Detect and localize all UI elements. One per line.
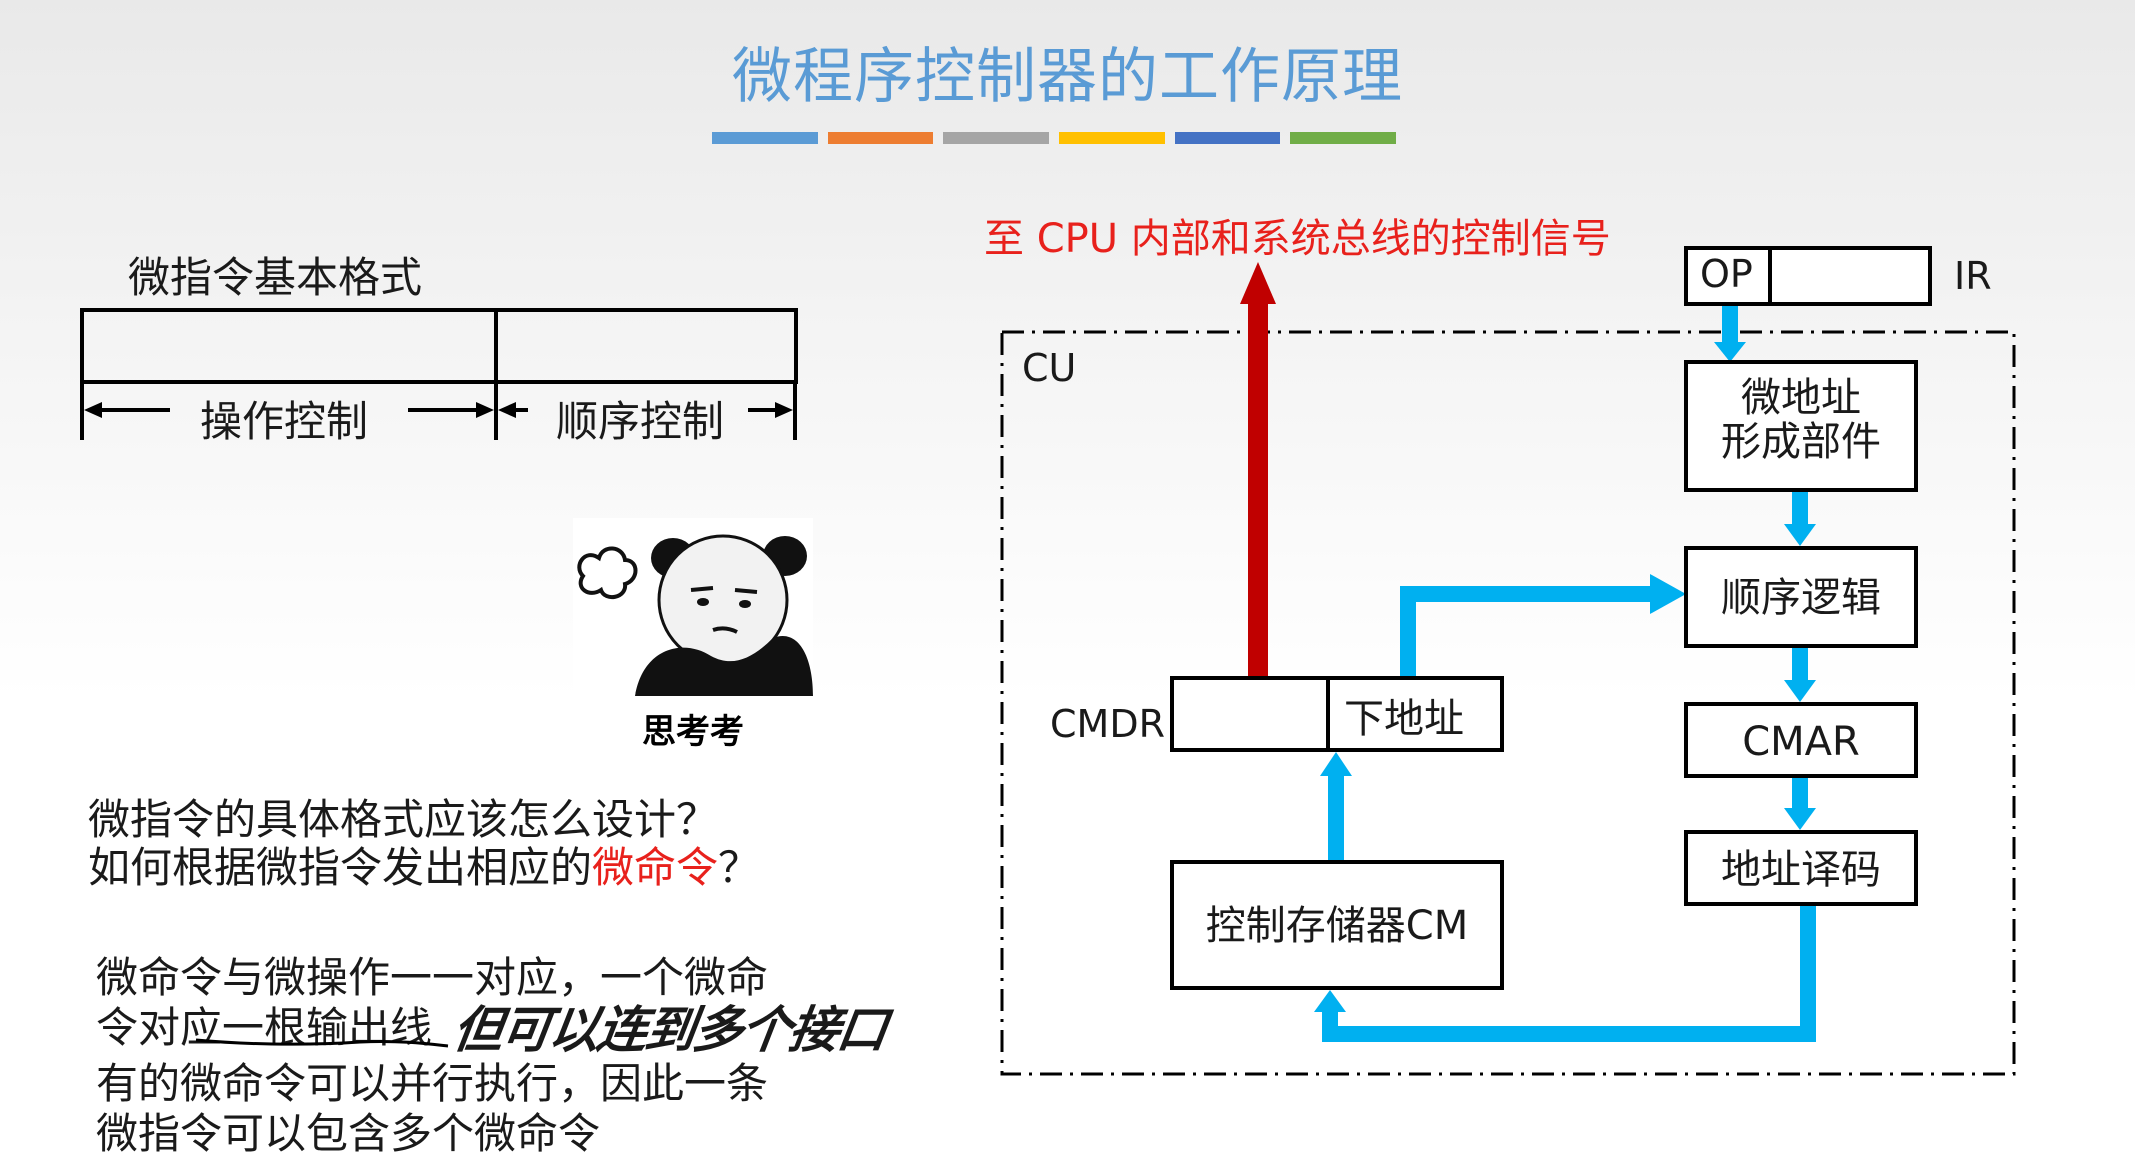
blue-next-up [1400, 586, 1416, 678]
blue-arrow-ir-shaft [1722, 306, 1738, 344]
question-line-1: 微指令的具体格式应该怎么设计？ [88, 795, 719, 844]
ir-op-field: OP [1700, 252, 1753, 296]
blue-loop-bottom [1322, 1026, 1816, 1042]
seq-arrow-left-head [498, 402, 516, 418]
next-address-field: 下地址 [1344, 696, 1464, 742]
cmdr-label: CMDR [1050, 702, 1165, 746]
question-line-2-suffix: ？ [718, 843, 761, 892]
microinstruction-format-box [80, 308, 798, 384]
seq-control-label: 顺序控制 [556, 397, 725, 446]
question-line-2-prefix: 如何根据微指令发出相应的 [88, 843, 593, 892]
op-arrow-left-head [84, 402, 102, 418]
format-divider [494, 308, 498, 384]
control-memory-cm: 控制存储器CM [1170, 860, 1504, 990]
panda-face-icon [577, 534, 813, 696]
accent-bar-1 [712, 132, 818, 144]
blue-arrow-cm-shaft [1328, 774, 1344, 860]
control-signal-label: 至 CPU 内部和系统总线的控制信号 [984, 216, 1611, 262]
ir-divider [1768, 246, 1772, 306]
page-title: 微程序控制器的工作原理 [732, 42, 1403, 112]
format-heading: 微指令基本格式 [128, 253, 423, 302]
blue-arrow-cm-head [1320, 752, 1352, 776]
ir-register [1684, 246, 1932, 306]
accent-bar-5 [1174, 132, 1281, 144]
blue-arrow-cmar-head [1784, 808, 1816, 830]
blue-arrow-form-head [1784, 524, 1816, 546]
blue-arrow-ir-head [1714, 342, 1746, 362]
blue-loop-head [1314, 990, 1346, 1012]
op-arrow-right-head [476, 402, 494, 418]
blue-arrow-seq-head [1784, 680, 1816, 702]
note-line-3: 有的微命令可以并行执行，因此一条 [96, 1059, 769, 1108]
blue-loop-left [1322, 1010, 1338, 1042]
blue-loop-right [1800, 904, 1816, 1042]
blue-arrow-form-shaft [1792, 490, 1808, 526]
accent-bar-6 [1290, 132, 1397, 144]
note-line-1: 微命令与微操作一一对应，一个微命 [96, 953, 769, 1002]
question-line-2: 如何根据微指令发出相应的微命令？ [88, 834, 760, 895]
thinking-panda-meme: 思考考 [573, 518, 813, 756]
cmdr-register [1170, 676, 1504, 752]
micro-address-formation-unit: 微地址 形成部件 [1684, 360, 1918, 492]
handwritten-underline [195, 1038, 449, 1048]
cmdr-divider [1326, 676, 1330, 752]
address-decoder: 地址译码 [1684, 830, 1918, 906]
emoji-caption: 思考考 [642, 712, 744, 752]
red-signal-arrow-head [1240, 262, 1276, 304]
addr-form-line-1: 微地址 [1741, 375, 1861, 421]
control-memory-label: 控制存储器CM [1205, 903, 1469, 949]
seq-arrow-right-head [775, 402, 793, 418]
accent-bars [712, 132, 1397, 144]
blue-next-head [1650, 574, 1686, 614]
accent-bar-3 [943, 132, 1050, 144]
accent-bar-2 [827, 132, 934, 144]
sequence-logic-unit: 顺序逻辑 [1684, 546, 1918, 648]
sequence-logic-label: 顺序逻辑 [1721, 575, 1881, 621]
blue-next-right [1400, 586, 1654, 602]
addr-form-line-2: 形成部件 [1721, 419, 1881, 465]
cmar-register: CMAR [1684, 702, 1918, 778]
cmar-label: CMAR [1742, 719, 1860, 765]
blue-arrow-seq-shaft [1792, 646, 1808, 682]
ir-label: IR [1954, 254, 1992, 298]
op-control-label: 操作控制 [200, 397, 369, 446]
cu-boundary [1000, 330, 2016, 1076]
cu-label: CU [1022, 346, 1077, 390]
accent-bar-4 [1059, 132, 1165, 144]
red-signal-arrow-shaft [1248, 300, 1268, 678]
note-line-4: 微指令可以包含多个微命令 [96, 1109, 601, 1158]
micro-command-highlight: 微命令 [592, 843, 719, 892]
blue-arrow-cmar-shaft [1792, 776, 1808, 810]
address-decoder-label: 地址译码 [1721, 847, 1881, 893]
